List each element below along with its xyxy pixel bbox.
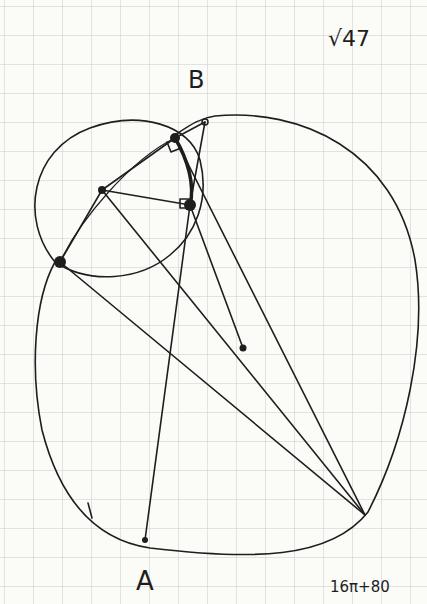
point-label: B xyxy=(188,68,204,92)
segment xyxy=(102,190,365,515)
point-label: A xyxy=(136,568,154,594)
segment xyxy=(190,122,205,205)
point xyxy=(142,537,148,543)
point xyxy=(202,119,208,125)
point xyxy=(184,199,196,211)
big-circle xyxy=(35,115,418,555)
segment xyxy=(60,262,365,515)
segment xyxy=(175,122,205,138)
arc xyxy=(175,138,192,205)
tick xyxy=(88,503,92,518)
right-angle-mark xyxy=(167,142,181,152)
segment xyxy=(145,205,190,540)
segment xyxy=(190,205,243,348)
segment xyxy=(175,138,365,515)
point-label: 16π+80 xyxy=(330,580,390,595)
point xyxy=(98,186,106,194)
point-label: √47 xyxy=(328,28,370,50)
segment xyxy=(102,138,175,190)
segment xyxy=(102,190,190,205)
point xyxy=(54,256,66,268)
point xyxy=(170,133,180,143)
segment xyxy=(60,190,102,262)
point xyxy=(240,345,247,352)
